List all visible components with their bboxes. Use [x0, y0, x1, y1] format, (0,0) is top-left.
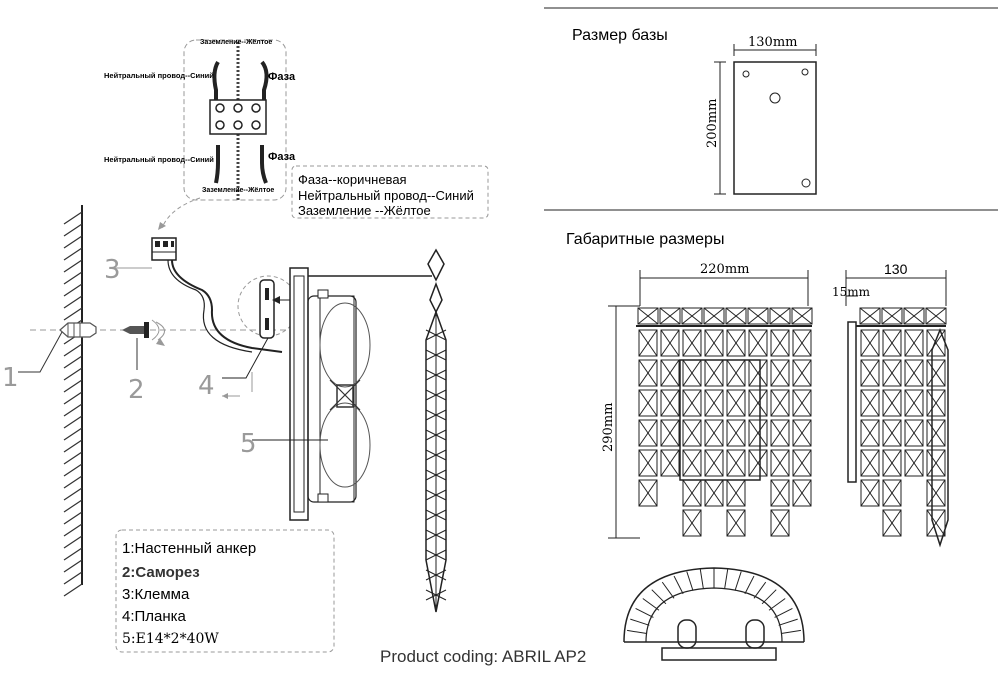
color-legend-line-3: Заземление --Жёлтое	[298, 203, 431, 218]
wire-color-legend: Фаза--коричневая Нейтральный провод--Син…	[291, 165, 489, 219]
product-coding: Product coding: ABRIL AP2	[380, 647, 586, 666]
callout-4: 4	[198, 371, 215, 401]
callout-5: 5	[240, 429, 257, 459]
part-item-1: 1:Настенный анкер	[122, 540, 256, 557]
side-view-drawing	[847, 307, 949, 548]
sconce-side-view: 5	[240, 267, 432, 521]
overall-size-section: Габаритные размеры 220mm 290mm 130 15mm	[566, 231, 949, 661]
part-item-3: 3:Клемма	[122, 586, 190, 603]
part-item-2: 2:Саморез	[122, 564, 200, 581]
wire-label-neutral-bottom: Нейтральный провод--Синий	[104, 155, 214, 164]
wire-label-neutral-top: Нейтральный провод--Синий	[104, 71, 214, 80]
base-height-label: 200mm	[705, 99, 720, 148]
wire-label-ground-bottom: Заземление--Жёлтое	[202, 187, 274, 194]
base-size-section: Размер базы 130mm 200mm	[544, 7, 998, 211]
overall-depth-label: 130	[884, 261, 908, 277]
overall-offset-label: 15mm	[832, 285, 871, 299]
wire-label-phase-top: Фаза	[268, 71, 296, 83]
base-width-label: 130mm	[748, 35, 797, 50]
screw-drawing: 2	[122, 319, 165, 405]
base-size-title: Размер базы	[572, 27, 668, 44]
top-view-drawing	[623, 567, 805, 661]
overall-width-label: 220mm	[700, 262, 749, 277]
parts-list: 1:Настенный анкер 2:Саморез 3:Клемма 4:П…	[115, 529, 335, 653]
part-item-4: 4:Планка	[122, 608, 187, 625]
callout-2: 2	[128, 375, 145, 405]
part-item-5: 5:E14*2*40W	[122, 631, 219, 647]
callout-1: 1	[2, 363, 19, 393]
mounting-bracket-drawing: 4	[198, 275, 300, 401]
wire-label-phase-bottom: Фаза	[268, 151, 296, 163]
overall-height-label: 290mm	[601, 403, 616, 452]
color-legend-line-1: Фаза--коричневая	[298, 172, 407, 187]
wiring-detail-box: Заземление--Жёлтое Нейтральный провод--С…	[104, 39, 296, 230]
crystal-pendant	[425, 248, 447, 613]
terminal-drawing: 3	[104, 237, 283, 353]
wall-anchor-drawing: 1	[2, 322, 97, 393]
color-legend-line-2: Нейтральный провод--Синий	[298, 188, 474, 203]
wall	[63, 205, 83, 597]
front-view-drawing	[636, 307, 813, 537]
wire-label-ground-top: Заземление--Жёлтое	[200, 39, 272, 46]
callout-3: 3	[104, 255, 121, 285]
overall-size-title: Габаритные размеры	[566, 231, 724, 248]
